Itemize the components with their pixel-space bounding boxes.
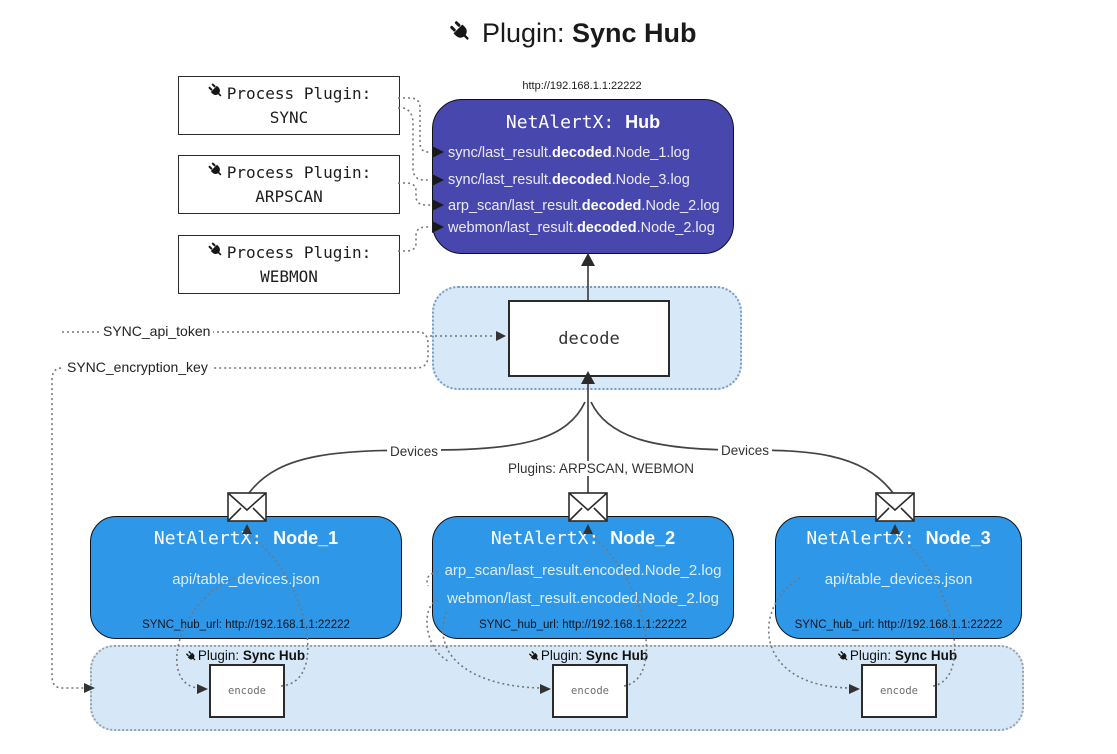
title-prefix: Plugin: (481, 18, 573, 48)
encode-label: encode (880, 685, 918, 697)
node-2: NetAlertX: Node_2 arp_scan/last_result.e… (432, 516, 734, 639)
process-plugin-label: Process Plugin: (226, 163, 372, 183)
process-plugin-webmon: Process Plugin: WEBMON (178, 235, 400, 294)
process-plugin-name: WEBMON (260, 267, 318, 286)
sync-api-token-label: SYNC_api_token (100, 323, 214, 339)
page-title: Plugin: Sync Hub (14, 18, 1117, 52)
edge-sync-to-hub-2 (398, 107, 431, 181)
encode-label: encode (571, 685, 609, 697)
hub-log-line: sync/last_result.decoded.Node_3.log (448, 172, 690, 188)
arrowhead-into-hub (581, 253, 595, 266)
node-hub-url: SYNC_hub_url: http://192.168.1.1:22222 (479, 619, 687, 631)
sync-encryption-key-label: SYNC_encryption_key (64, 359, 211, 375)
hub-log-line: arp_scan/last_result.decoded.Node_2.log (448, 198, 720, 214)
node-title: NetAlertX: Node_1 (153, 528, 339, 549)
process-plugin-name: SYNC (269, 108, 309, 127)
node-title: NetAlertX: Node_3 (806, 528, 991, 549)
plug-icon (207, 241, 225, 265)
node-title: NetAlertX: Node_2 (490, 528, 676, 549)
node-hub-url: SYNC_hub_url: http://192.168.1.1:22222 (794, 619, 1003, 631)
plug-icon (837, 650, 850, 666)
edge-label-devices-left: Devices (387, 444, 442, 459)
decode-box: decode (508, 300, 670, 377)
plug-icon (448, 19, 474, 52)
encode-box: encode (861, 664, 937, 718)
node-line: api/table_devices.json (824, 571, 973, 588)
hub-url: http://192.168.1.1:22222 (522, 80, 642, 92)
encode-box: encode (552, 664, 628, 718)
title-bold: Sync Hub (572, 18, 697, 48)
edge-sync-to-hub-1 (398, 97, 431, 153)
plug-icon (207, 161, 225, 185)
hub-node: NetAlertX: Hub sync/last_result.decoded.… (432, 99, 734, 254)
edge-webmon-to-hub (398, 226, 431, 252)
node-1: NetAlertX: Node_1 api/table_devices.json… (90, 516, 402, 639)
node-hub-url: SYNC_hub_url: http://192.168.1.1:22222 (142, 619, 350, 631)
process-plugin-arpscan: Process Plugin: ARPSCAN (178, 155, 400, 214)
process-plugin-sync: Process Plugin: SYNC (178, 76, 400, 135)
decode-label: decode (558, 328, 620, 349)
process-plugin-label: Process Plugin: (226, 243, 372, 263)
hub-log-line: webmon/last_result.decoded.Node_2.log (448, 220, 715, 236)
plug-icon (185, 650, 198, 666)
hub-log-line: sync/last_result.decoded.Node_1.log (448, 145, 690, 161)
node-line: arp_scan/last_result.encoded.Node_2.log (444, 562, 722, 579)
edge-label-plugins: Plugins: ARPSCAN, WEBMON (505, 461, 698, 476)
encode-box: encode (209, 664, 285, 718)
plug-icon (528, 650, 541, 666)
node-line: webmon/last_result.encoded.Node_2.log (447, 590, 719, 607)
edge-label-devices-right: Devices (718, 443, 773, 458)
encode-label: encode (228, 685, 266, 697)
node-3: NetAlertX: Node_3 api/table_devices.json… (775, 516, 1022, 639)
process-plugin-name: ARPSCAN (255, 187, 323, 206)
process-plugin-label: Process Plugin: (226, 84, 372, 104)
hub-title: NetAlertX: Hub (505, 112, 661, 133)
edge-arpscan-to-hub (398, 182, 431, 206)
node-line: api/table_devices.json (172, 571, 320, 588)
plug-icon (207, 82, 225, 106)
